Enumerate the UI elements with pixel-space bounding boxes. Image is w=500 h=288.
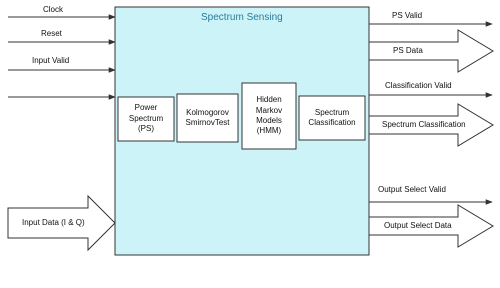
ps-data-label: PS Data xyxy=(393,46,423,55)
ps-valid-label: PS Valid xyxy=(392,11,423,20)
classification-valid-label: Classification Valid xyxy=(385,81,452,90)
power-spectrum-block: Power Spectrum (PS) xyxy=(118,97,174,141)
spectrum-classification-label: Spectrum Classification xyxy=(382,120,466,129)
ks-test-label: Kolmogorov SmirnovTest xyxy=(185,107,230,127)
output-select-data-label: Output Select Data xyxy=(384,221,452,230)
ps-data-arrow xyxy=(368,29,494,73)
spectrum-classification-inner-block: Spectrum Classification xyxy=(299,96,365,140)
spectrum-classification-box xyxy=(298,95,366,141)
diagram-title: Spectrum Sensing xyxy=(201,12,283,23)
input-data-label: Input Data (I & Q) xyxy=(22,218,85,227)
output-select-data-arrow xyxy=(368,204,494,248)
hmm-label: Hidden Markov Models (HMM) xyxy=(255,95,283,136)
hmm-block: Hidden Markov Models (HMM) xyxy=(242,83,296,149)
hmm-box xyxy=(241,82,297,150)
power-spectrum-label: Power Spectrum (PS) xyxy=(128,103,164,134)
spectrum-classification-inner-label: Spectrum Classification xyxy=(308,107,356,127)
reset-label: Reset xyxy=(41,29,62,38)
ks-test-box xyxy=(176,93,239,143)
output-select-valid-label: Output Select Valid xyxy=(378,185,446,194)
input-valid-label: Input Valid xyxy=(32,56,70,65)
power-spectrum-box xyxy=(117,96,175,142)
clock-label: Clock xyxy=(43,5,64,14)
spectrum-classification-arrow xyxy=(368,103,494,147)
input-data-arrow xyxy=(7,194,116,252)
ks-test-block: Kolmogorov SmirnovTest xyxy=(177,94,238,142)
